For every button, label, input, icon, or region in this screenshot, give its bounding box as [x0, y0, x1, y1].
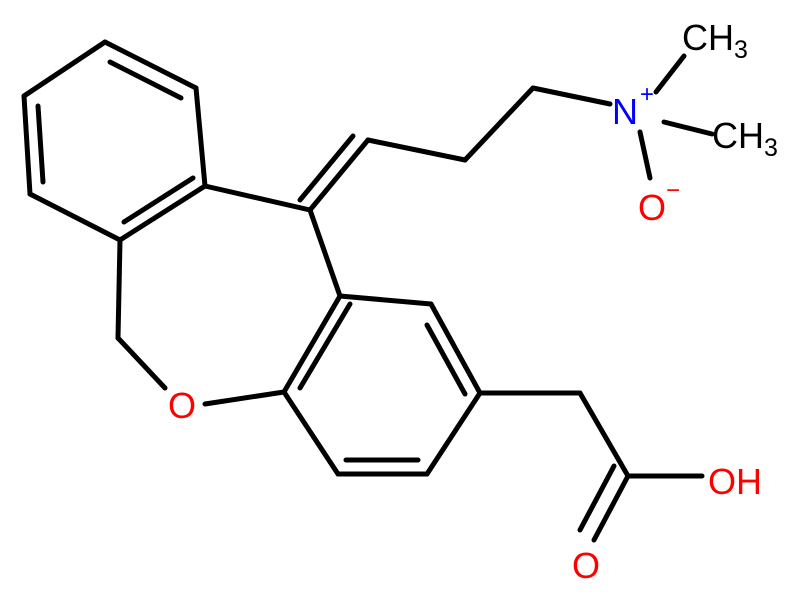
bond — [428, 301, 483, 396]
bond — [121, 175, 196, 225]
bond — [21, 39, 108, 99]
bond — [281, 293, 343, 395]
nitrogen-charge: + — [640, 81, 654, 108]
bond — [117, 183, 208, 243]
bond — [307, 207, 343, 299]
bond — [365, 137, 468, 163]
carbonyl-oxygen-label: O — [572, 545, 600, 586]
bond — [21, 93, 33, 197]
bond — [337, 293, 434, 307]
bond — [307, 137, 371, 213]
bond — [637, 129, 653, 181]
bond — [27, 191, 123, 243]
bond — [35, 103, 46, 185]
ring-oxygen-label: O — [168, 385, 196, 426]
bond — [297, 301, 353, 391]
bond — [424, 322, 468, 397]
hydroxyl-label: OH — [708, 461, 762, 502]
bond — [193, 85, 208, 189]
methyl-label-top: CH3 — [682, 17, 748, 64]
bond — [202, 389, 287, 407]
bond — [577, 463, 617, 533]
bond — [115, 237, 123, 341]
nitrogen-label: N — [612, 91, 638, 132]
bond — [107, 59, 184, 101]
bond — [424, 390, 483, 477]
bond — [202, 183, 313, 213]
bond — [653, 53, 687, 95]
bond — [530, 85, 613, 107]
bonds — [21, 39, 715, 543]
methyl-label-right: CH3 — [712, 115, 778, 162]
bond — [661, 119, 715, 137]
bond — [577, 390, 631, 479]
n-oxide-oxygen-label: O — [638, 187, 666, 228]
bond — [281, 389, 341, 477]
bond — [115, 335, 168, 391]
bond — [102, 39, 199, 91]
atom-labels: N + O − CH3 CH3 O OH O — [168, 17, 778, 586]
bond — [462, 85, 536, 163]
n-oxide-charge: − — [666, 177, 680, 204]
bond — [297, 133, 356, 203]
bond — [591, 473, 631, 543]
